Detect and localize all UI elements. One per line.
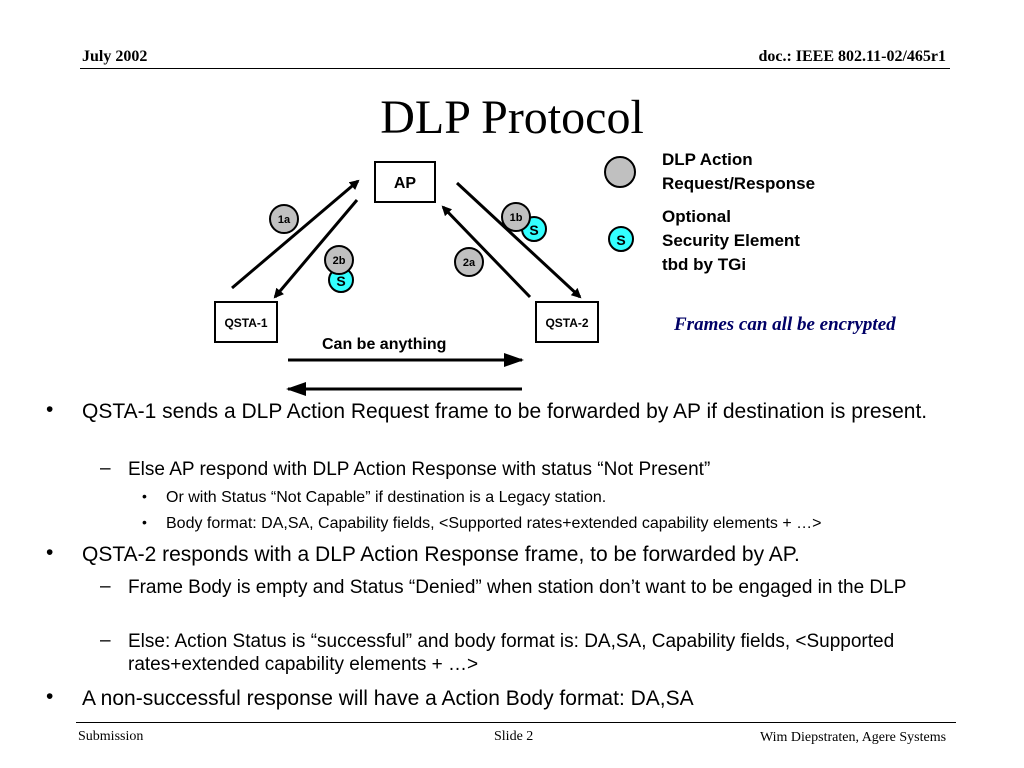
legend-action-text: DLP Action Request/Response [662, 150, 816, 193]
bullet-marker: • [46, 685, 54, 708]
svg-text:2b: 2b [333, 255, 346, 267]
bullet-marker-small: • [142, 514, 147, 530]
svg-text:S: S [529, 222, 538, 238]
bullet-marker: • [46, 398, 54, 421]
bullet-1-sub-1: Else AP respond with DLP Action Response… [128, 459, 711, 480]
bullet-marker: • [46, 541, 54, 564]
ap-label: AP [394, 175, 417, 192]
arrow-1a-qsta1-to-ap [231, 179, 360, 290]
bullet-1-sub-1-item-2: Body format: DA,SA, Capability fields, <… [166, 515, 822, 532]
svg-text:1b: 1b [510, 212, 523, 224]
bullet-1-sub-1-item-1: Or with Status “Not Capable” if destinat… [166, 489, 607, 506]
legend-security-circle-icon: S [608, 226, 634, 252]
dash-marker: – [100, 458, 111, 479]
header-date: July 2002 [82, 48, 148, 65]
legend-action-circle-icon [604, 156, 636, 188]
svg-text:S: S [616, 232, 625, 248]
step-1a-circle: 1a [269, 204, 299, 234]
arrow-2b-ap-to-qsta1 [273, 199, 359, 299]
header-doc-id: doc.: IEEE 802.11-02/465r1 [758, 48, 946, 65]
bullet-2: QSTA-2 responds with a DLP Action Respon… [82, 543, 800, 566]
ap-node: AP [374, 161, 436, 203]
step-2a-circle: 2a [454, 247, 484, 277]
dash-marker: – [100, 576, 111, 597]
arrow-2a-qsta2-to-ap [441, 205, 532, 299]
header-divider [80, 68, 950, 69]
direct-link-label: Can be anything [322, 336, 447, 353]
qsta1-label: QSTA-1 [224, 316, 267, 330]
svg-text:1a: 1a [278, 214, 291, 226]
encryption-note: Frames can all be encrypted [674, 314, 896, 335]
qsta1-node: QSTA-1 [214, 301, 278, 343]
slide-title: DLP Protocol [380, 91, 644, 144]
footer-divider [76, 722, 956, 723]
svg-text:S: S [336, 273, 345, 289]
arrow-1b-ap-to-qsta2 [455, 181, 582, 299]
dash-marker: – [100, 630, 111, 651]
footer-author: Wim Diepstraten, Agere Systems [760, 730, 947, 745]
bullet-2-sub-2: Else: Action Status is “successful” and … [128, 631, 895, 675]
bullet-2-sub-1: Frame Body is empty and Status “Denied” … [128, 577, 907, 598]
dlp-diagram: AP QSTA-1 QSTA-2 1a S 2b S 1b 2a [214, 156, 636, 396]
bullet-3: A non-successful response will have a Ac… [82, 687, 694, 710]
bullet-marker-small: • [142, 488, 147, 504]
bullet-1: QSTA-1 sends a DLP Action Request frame … [82, 400, 928, 423]
footer-submission: Submission [78, 729, 144, 744]
legend-security-text: Optional Security Element tbd by TGi [662, 207, 800, 274]
qsta2-label: QSTA-2 [545, 316, 588, 330]
svg-text:2a: 2a [463, 257, 476, 269]
step-1b-circle: 1b [501, 202, 531, 232]
footer-slide-number: Slide 2 [494, 729, 534, 744]
step-2b-circle: 2b [324, 245, 354, 275]
qsta2-node: QSTA-2 [535, 301, 599, 343]
